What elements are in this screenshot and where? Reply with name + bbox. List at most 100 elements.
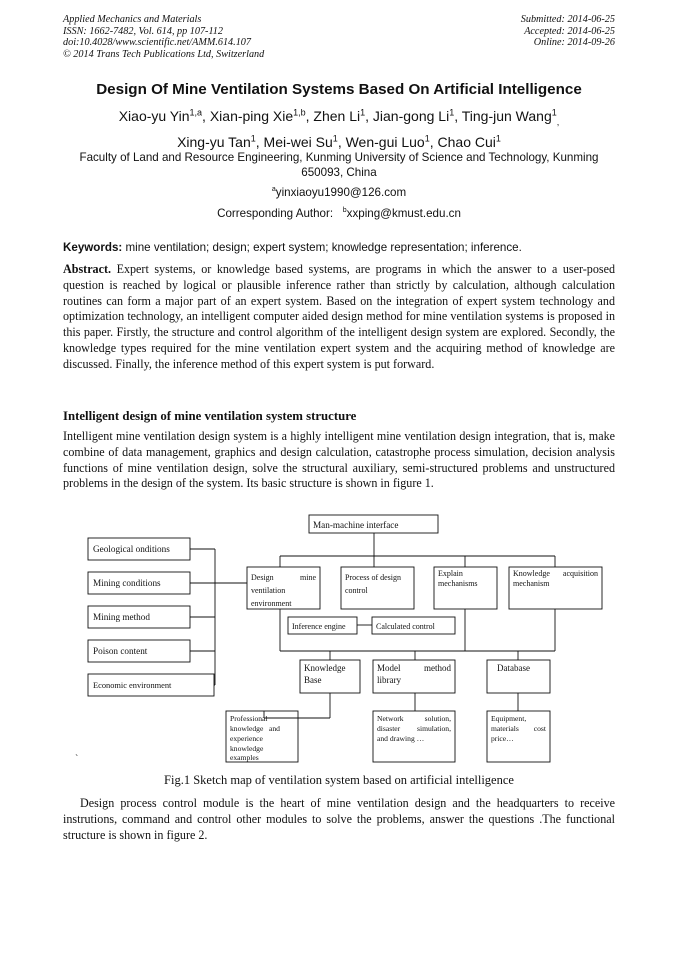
network-label: solution, <box>425 714 451 723</box>
equip-label: materials <box>491 724 519 733</box>
equip-label: Equipment, <box>491 714 526 723</box>
keywords-label: Keywords: <box>63 241 123 254</box>
author: Jian-gong Li <box>372 108 450 124</box>
author-sup: 1 <box>551 107 557 118</box>
author: Mei-wei Su <box>263 133 333 150</box>
input-label: Mining method <box>93 612 150 622</box>
network-label: and drawing … <box>377 734 424 743</box>
date-accepted: Accepted: 2014-06-25 <box>524 25 615 37</box>
explain-label: Explain <box>438 569 463 578</box>
kb-label: Base <box>304 675 322 685</box>
kb-label: Knowledge <box>304 663 346 673</box>
author-email: ayinxiaoyu1990@126.com <box>0 186 678 199</box>
prof-label: experience <box>230 734 264 743</box>
author: Wen-gui Luo <box>345 133 425 150</box>
knowledge-acq-label: mechanism <box>513 579 550 588</box>
journal-doi: doi:10.4028/www.scientific.net/AMM.614.1… <box>63 37 251 49</box>
stray-mark: ` <box>75 754 79 765</box>
section-paragraph: Intelligent mine ventilation design syst… <box>63 429 615 491</box>
equip-label: price… <box>491 734 514 743</box>
prof-label: knowledge <box>230 744 264 753</box>
man-machine-label: Man-machine interface <box>313 520 398 530</box>
figure-caption: Fig.1 Sketch map of ventilation system b… <box>164 773 514 787</box>
corresponding-label: Corresponding Author: <box>217 207 337 220</box>
equipment-box <box>486 710 551 763</box>
process-label: control <box>345 586 368 595</box>
professional-knowledge-box <box>225 710 299 763</box>
author: Chao Cui <box>437 133 496 150</box>
closing-paragraph: Design process control module is the hea… <box>63 796 615 842</box>
model-label: method <box>424 663 451 673</box>
knowledge-acq-label: acquisition <box>563 569 598 578</box>
section-heading: Intelligent design of mine ventilation s… <box>63 409 357 423</box>
author-sup: 1 <box>424 133 430 144</box>
author-sup: 1 <box>332 133 338 144</box>
author: Xing-yu Tan <box>177 133 251 150</box>
journal-header: Applied Mechanics and Materials ISSN: 16… <box>63 14 264 60</box>
model-library-box <box>372 659 456 694</box>
knowledge-acq-label: Knowledge <box>513 569 550 578</box>
process-label: Process of design <box>345 573 401 582</box>
prof-label: Professional <box>230 714 268 723</box>
author-sup: 1 <box>250 133 256 144</box>
network-label: disaster <box>377 724 401 733</box>
database-box <box>486 659 551 694</box>
design-environment-box <box>246 566 321 610</box>
email-sup: a <box>271 186 276 194</box>
email-address[interactable]: yinxiaoyu1990@126.com <box>275 186 407 199</box>
inference-label: Inference engine <box>292 622 346 631</box>
author-line-1: Xiao-yu Yin1,a, Xian-ping Xie1,b, Zhen L… <box>118 107 560 127</box>
keywords: Keywords: mine ventilation; design; expe… <box>63 241 615 254</box>
author-sup: 1 <box>449 107 455 118</box>
input-label: Economic environment <box>93 681 172 690</box>
abstract-text: Expert systems, or knowledge based syste… <box>63 262 615 371</box>
knowledge-acquisition-box <box>508 566 603 610</box>
corresponding-author: Corresponding Author: bxxping@kmust.edu.… <box>0 207 678 220</box>
author: Zhen Li <box>313 108 361 124</box>
calculated-control-box <box>371 616 456 635</box>
corresponding-sup: b <box>342 207 347 215</box>
author-sup: 1 <box>495 133 501 144</box>
design-label: environment <box>251 599 292 608</box>
equip-label: cost <box>534 724 547 733</box>
network-label: simulation, <box>417 724 451 733</box>
input-label: Poison content <box>93 646 148 656</box>
dates-header: Submitted: 2014-06-25 Accepted: 2014-06-… <box>521 14 615 49</box>
explain-label: mechanisms <box>438 579 478 588</box>
abstract: Abstract. Expert systems, or knowledge b… <box>63 262 615 373</box>
design-label: mine <box>300 573 316 582</box>
design-label: ventilation <box>251 586 285 595</box>
author-sup: 1,a <box>189 107 203 118</box>
author: Ting-jun Wang <box>461 108 552 124</box>
database-label: Database <box>497 663 530 673</box>
network-solution-box <box>372 710 456 763</box>
prof-label: examples <box>230 753 259 762</box>
prof-label: knowledge <box>230 724 264 733</box>
author: Xian-ping Xie <box>209 108 294 124</box>
journal-name: Applied Mechanics and Materials <box>63 14 202 25</box>
prof-label: and <box>269 724 280 733</box>
input-label: Mining conditions <box>93 578 161 588</box>
man-machine-box <box>308 514 439 534</box>
input-label: Geological onditions <box>93 544 170 554</box>
process-control-box <box>340 566 415 610</box>
corresponding-email[interactable]: xxping@kmust.edu.cn <box>346 207 461 220</box>
author-sup: 1 <box>360 107 366 118</box>
abstract-label: Abstract. <box>63 262 112 276</box>
keywords-text: mine ventilation; design; expert system;… <box>122 241 522 254</box>
author-line-2: Xing-yu Tan1, Mei-wei Su1, Wen-gui Luo1,… <box>177 133 501 150</box>
affiliation: Faculty of Land and Resource Engineering… <box>79 151 599 179</box>
journal-issn: ISSN: 1662-7482, Vol. 614, pp 107-112 <box>63 25 223 37</box>
author-list: Xiao-yu Yin1,a, Xian-ping Xie1,b, Zhen L… <box>40 106 638 152</box>
date-online: Online: 2014-09-26 <box>533 37 615 49</box>
model-label: Model <box>377 663 401 673</box>
paper-title: Design Of Mine Ventilation Systems Based… <box>96 81 582 98</box>
date-submitted: Submitted: 2014-06-25 <box>520 14 615 25</box>
author: Xiao-yu Yin <box>118 108 190 124</box>
journal-copyright: © 2014 Trans Tech Publications Ltd, Swit… <box>63 48 265 60</box>
inference-engine-box <box>287 616 358 635</box>
model-label: library <box>377 675 401 685</box>
explain-mechanisms-box <box>433 566 498 610</box>
calculated-label: Calculated control <box>376 622 436 631</box>
